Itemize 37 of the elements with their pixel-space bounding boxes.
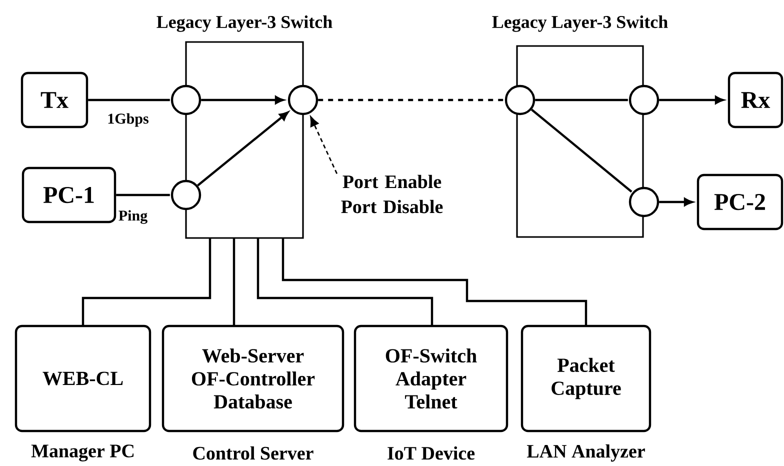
port-note: Port Enable Port Disable xyxy=(341,174,443,214)
device-box: Tx xyxy=(20,72,88,128)
port-circle xyxy=(170,84,202,116)
cable-line xyxy=(282,238,588,326)
device-caption: Manager PC xyxy=(31,444,134,462)
device-box: Rx xyxy=(728,72,784,128)
device-box: PC-1 xyxy=(22,166,116,224)
cable-line xyxy=(82,238,212,326)
link-line xyxy=(535,98,628,102)
device-box: WEB-CL xyxy=(14,324,152,432)
arrow xyxy=(201,96,284,104)
cable-line xyxy=(256,238,434,326)
port-circle xyxy=(628,84,660,116)
device-box: Packet Capture xyxy=(520,324,652,432)
node-label: Legacy Layer-3 Switch xyxy=(156,15,332,32)
device-caption: IoT Device xyxy=(388,446,475,460)
port-circle xyxy=(504,84,536,116)
device-box: OF-Switch Adapter Telnet xyxy=(354,324,508,432)
cable-line xyxy=(232,238,236,326)
port-circle xyxy=(628,186,660,218)
arrow xyxy=(659,96,724,104)
link-line xyxy=(116,194,170,196)
device-caption: Control Server xyxy=(193,446,314,460)
device-box: PC-2 xyxy=(696,174,784,230)
node-label: Legacy Layer-3 Switch xyxy=(492,15,668,32)
port-circle xyxy=(170,180,202,210)
port-circle xyxy=(288,84,318,116)
link-line xyxy=(318,98,504,102)
arrow xyxy=(197,112,288,186)
link-line xyxy=(530,108,632,193)
device-caption: LAN Analyzer xyxy=(526,444,645,462)
arrow xyxy=(310,116,338,174)
link-line xyxy=(88,98,170,102)
edge-label: Ping xyxy=(117,209,149,225)
arrow xyxy=(659,198,693,206)
device-box: Web-Server OF-Controller Database xyxy=(162,324,344,432)
edge-label: 1Gbps xyxy=(106,112,150,128)
